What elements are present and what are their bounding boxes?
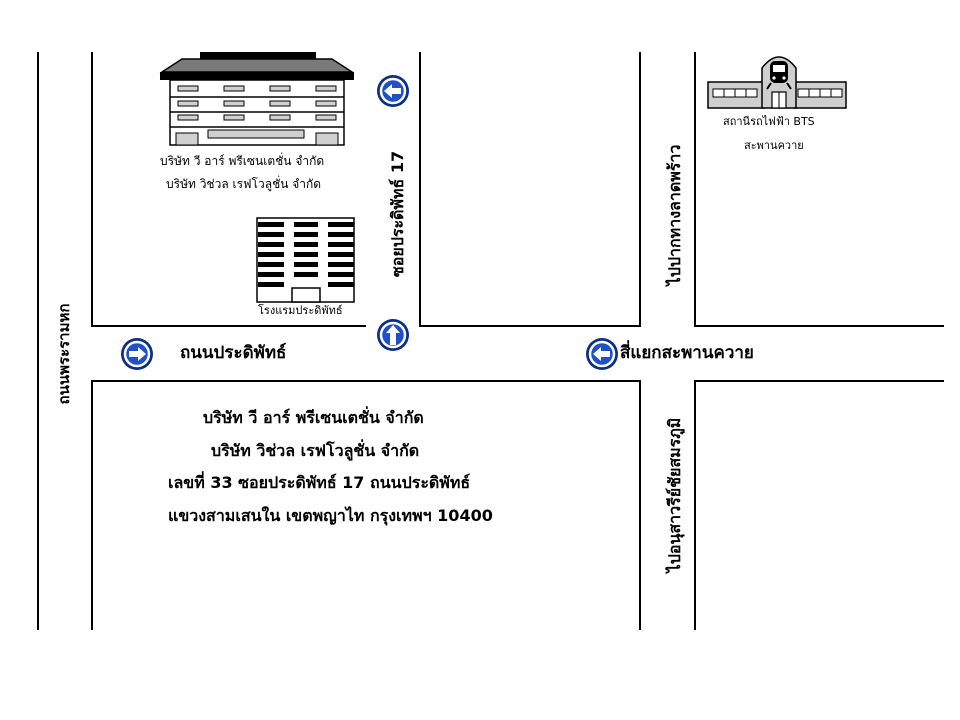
road-edges bbox=[37, 52, 944, 630]
bts-station-name-2: สะพานควาย bbox=[744, 139, 804, 152]
train-icon bbox=[766, 61, 792, 90]
arrow-right-icon bbox=[121, 338, 153, 370]
road-soi-17: ซอยประดิพัทธ์ 17 bbox=[388, 150, 407, 278]
intersection-saphan-khwai: สี่แยกสะพานควาย bbox=[620, 343, 754, 363]
address-company-1: บริษัท วี อาร์ พรีเซนเตชั่น จำกัด bbox=[203, 408, 424, 427]
office-name-1: บริษัท วี อาร์ พรีเซนเตชั่น จำกัด bbox=[160, 154, 325, 168]
road-to-victory-monument: ไปอนุสาวรีย์ชัยสมรภูมิ bbox=[665, 417, 684, 573]
office-building-illustration bbox=[159, 52, 355, 146]
hotel-illustration bbox=[256, 217, 355, 303]
arrow-left-icon bbox=[377, 75, 409, 107]
address-street: เลขที่ 33 ซอยประดิพัทธ์ 17 ถนนประดิพัทธ์ bbox=[168, 473, 471, 492]
arrow-up-icon bbox=[377, 319, 409, 351]
road-pradiphat: ถนนประดิพัทธ์ bbox=[180, 343, 287, 363]
road-to-lat-phrao: ไปปากทางลาดพร้าว bbox=[665, 144, 684, 286]
address-company-2: บริษัท วิช่วล เรฟโวลูชั่น จำกัด bbox=[211, 441, 420, 460]
hotel-name: โรงแรมประดิพัทธ์ bbox=[258, 304, 343, 317]
address-district: แขวงสามเสนใน เขตพญาไท กรุงเทพฯ 10400 bbox=[168, 506, 493, 525]
road-rama-6: ถนนพระรามหก bbox=[55, 303, 73, 405]
office-name-2: บริษัท วิช่วล เรฟโวลูชั่น จำกัด bbox=[166, 177, 322, 191]
bts-station-name: สถานีรถไฟฟ้า BTS bbox=[723, 115, 815, 128]
arrow-left-icon bbox=[586, 338, 618, 370]
